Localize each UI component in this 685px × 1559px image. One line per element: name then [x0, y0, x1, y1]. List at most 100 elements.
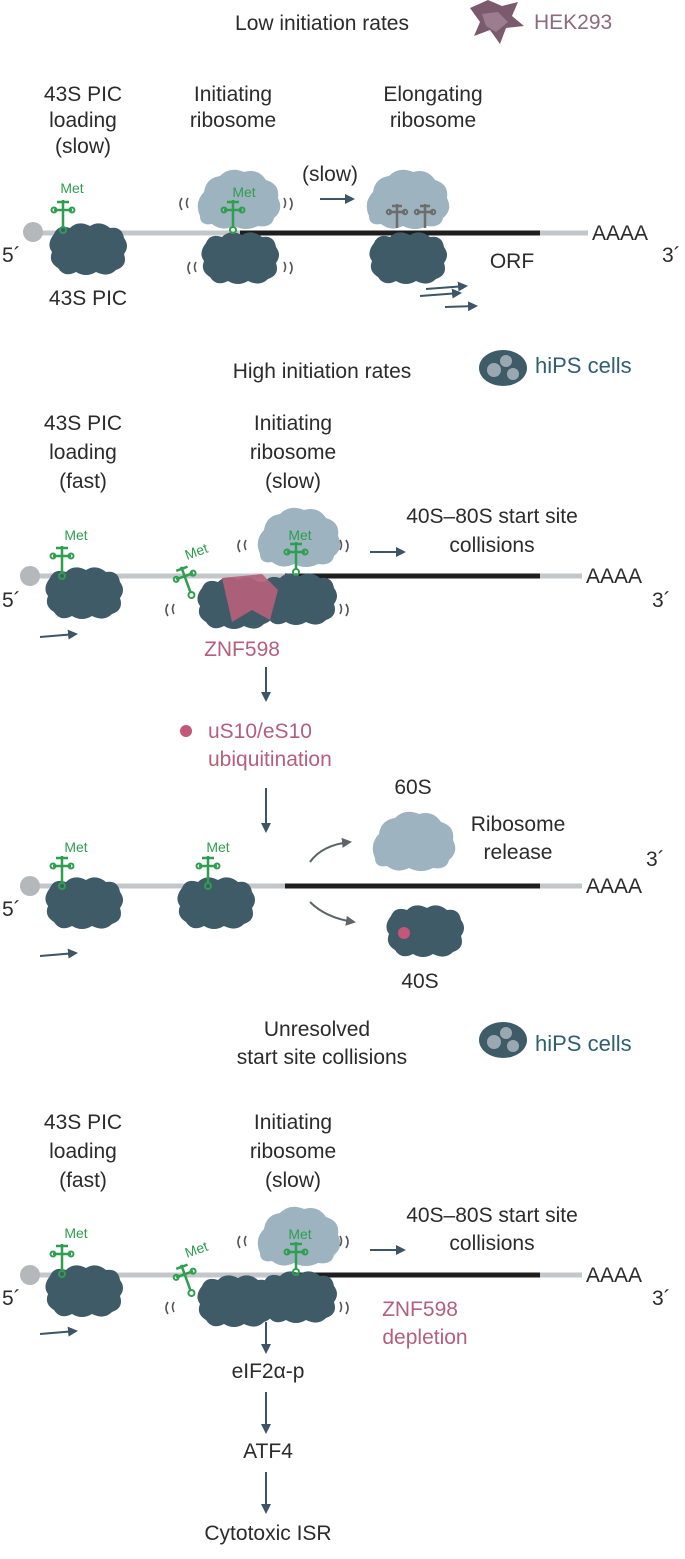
cap-icon — [23, 222, 43, 242]
svg-text:loading: loading — [49, 1140, 117, 1163]
five-prime-label: 5´ — [2, 589, 21, 612]
ubiq-label-2: ubiquitination — [208, 748, 332, 771]
vibration-marks — [179, 197, 293, 275]
met-label: Met — [64, 527, 87, 543]
hips-cells-label: hiPS cells — [535, 353, 632, 378]
met-label: Met — [288, 527, 311, 543]
arrow — [309, 837, 352, 863]
svg-text:Initiating: Initiating — [254, 412, 332, 435]
five-prime-label: 5´ — [2, 898, 21, 921]
znf598-depletion-label-1: ZNF598 — [382, 1298, 458, 1321]
polya-label: AAAA — [586, 875, 642, 898]
met-label: Met — [206, 839, 229, 855]
panel3-title-2: start site collisions — [237, 1046, 407, 1069]
svg-text:Ribosome: Ribosome — [471, 813, 566, 836]
svg-text:(slow): (slow) — [265, 470, 321, 493]
release-label: Ribosome release — [471, 813, 566, 864]
svg-text:(slow): (slow) — [265, 1169, 321, 1192]
panel2-title: High initiation rates — [233, 360, 412, 383]
svg-text:collisions: collisions — [449, 534, 534, 557]
elongation-arrows — [419, 281, 478, 312]
polya-label: AAAA — [592, 222, 648, 245]
svg-text:(fast): (fast) — [59, 1169, 107, 1192]
cytotoxic-isr-label: Cytotoxic ISR — [204, 1522, 331, 1545]
met-label: Met — [288, 1226, 311, 1242]
small-subunit-icon — [197, 1275, 275, 1327]
vibration-marks — [165, 539, 349, 617]
panel1-loading-header: 43S PIC loading (slow) — [44, 83, 122, 158]
svg-text:ribosome: ribosome — [250, 441, 336, 464]
label-40s: 40S — [401, 970, 438, 993]
cap-icon — [20, 566, 40, 586]
svg-text:collisions: collisions — [449, 1232, 534, 1255]
arrow — [39, 629, 78, 640]
svg-text:Initiating: Initiating — [254, 1111, 332, 1134]
ubiq-label-1: uS10/eS10 — [208, 720, 312, 743]
hek293-icon — [470, 0, 524, 44]
svg-text:ribosome: ribosome — [250, 1140, 336, 1163]
small-subunit-icon — [45, 1265, 123, 1317]
arrow — [39, 1326, 78, 1337]
small-subunit-icon — [386, 905, 464, 957]
pic-label: 43S PIC — [49, 287, 127, 310]
met-label: Met — [64, 1225, 87, 1241]
small-subunit-icon — [201, 232, 279, 284]
svg-text:(slow): (slow) — [55, 135, 111, 158]
panel3-initiating-header: Initiating ribosome (slow) — [250, 1111, 336, 1192]
cap-icon — [20, 876, 40, 896]
hips-cells-label: hiPS cells — [535, 1031, 632, 1056]
svg-text:43S PIC: 43S PIC — [44, 83, 122, 106]
svg-text:Elongating: Elongating — [383, 83, 482, 106]
label-60s: 60S — [394, 776, 431, 799]
three-prime-label: 3´ — [646, 848, 665, 871]
arrow — [39, 948, 78, 959]
polya-label: AAAA — [586, 565, 642, 588]
small-subunit-icon — [369, 232, 447, 284]
panel2-loading-header: 43S PIC loading (fast) — [44, 412, 122, 493]
three-prime-label: 3´ — [662, 244, 681, 267]
svg-text:ribosome: ribosome — [390, 109, 476, 132]
cap-icon — [20, 1265, 40, 1285]
ubiquitin-dot-icon — [398, 927, 410, 939]
svg-text:loading: loading — [49, 109, 117, 132]
svg-text:Initiating: Initiating — [194, 83, 272, 106]
five-prime-label: 5´ — [2, 1287, 21, 1310]
met-label: Met — [64, 839, 87, 855]
polya-label: AAAA — [586, 1264, 642, 1287]
znf598-shape — [222, 574, 278, 622]
svg-text:43S PIC: 43S PIC — [44, 1111, 122, 1134]
panel1-title: Low initiation rates — [235, 12, 409, 35]
panel1-initiating-header: Initiating ribosome — [190, 83, 276, 132]
atf4-label: ATF4 — [243, 1440, 293, 1463]
znf598-label: ZNF598 — [204, 638, 280, 661]
svg-text:40S–80S start site: 40S–80S start site — [406, 1204, 578, 1227]
met-label: Met — [60, 180, 83, 196]
ubiquitin-dot-icon — [180, 725, 192, 737]
orf-label: ORF — [490, 250, 534, 273]
panel3-loading-header: 43S PIC loading (fast) — [44, 1111, 122, 1192]
znf598-depletion-label-2: depletion — [382, 1326, 467, 1349]
panel2-collisions-label: 40S–80S start site collisions — [406, 505, 578, 557]
panel2-initiating-header: Initiating ribosome (slow) — [250, 412, 336, 493]
svg-text:release: release — [484, 841, 553, 864]
met-label: Met — [183, 540, 211, 563]
panel3-title-1: Unresolved — [264, 1018, 370, 1041]
arrow — [309, 901, 356, 926]
svg-text:ribosome: ribosome — [190, 109, 276, 132]
three-prime-label: 3´ — [652, 1287, 671, 1310]
small-subunit-icon — [45, 567, 123, 619]
hips-cells-icon — [479, 350, 527, 386]
eif2a-label: eIF2α-p — [232, 1360, 305, 1383]
five-prime-label: 5´ — [2, 244, 21, 267]
slow-label: (slow) — [302, 163, 358, 186]
small-subunit-icon — [45, 877, 123, 929]
three-prime-label: 3´ — [652, 589, 671, 612]
panel3-collisions-label: 40S–80S start site collisions — [406, 1204, 578, 1255]
hek293-label: HEK293 — [534, 11, 612, 34]
svg-text:loading: loading — [49, 441, 117, 464]
large-subunit-icon — [372, 811, 456, 871]
svg-text:40S–80S start site: 40S–80S start site — [406, 505, 578, 528]
svg-text:43S PIC: 43S PIC — [44, 412, 122, 435]
